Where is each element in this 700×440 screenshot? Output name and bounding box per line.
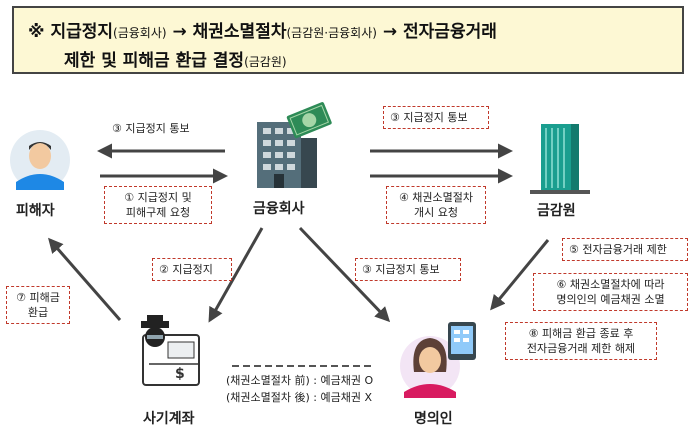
step-8-line-2: 전자금융거래 제한 해제	[526, 342, 636, 355]
step-2-box: ② 지급정지	[152, 258, 232, 281]
fraud-account-label: 사기계좌	[143, 411, 195, 427]
note-before: (채권소멸절차 前) : 예금채권 O	[226, 374, 374, 387]
fss-label: 금감원	[537, 203, 576, 219]
banner-line-2: 제한 및 피해금 환급 결정(금감원)	[64, 46, 287, 71]
step-7-box: ⑦ 피해금 환급	[6, 286, 70, 324]
arrow-bank-to-fraud	[208, 227, 264, 323]
banner-text: 제한 및 피해금 환급 결정	[64, 51, 245, 71]
bank-building-icon	[257, 102, 332, 188]
step-2-text: ② 지급정지	[159, 263, 213, 276]
banner-sub: (금감원·금융회사)	[286, 26, 377, 40]
step-5-box: ⑤ 전자금융거래 제한	[562, 238, 688, 261]
victim-label: 피해자	[16, 203, 55, 219]
victim-person-icon	[10, 130, 70, 190]
step-3-right-text: ③ 지급정지 통보	[390, 111, 468, 124]
arrow-fraud-to-victim	[48, 237, 122, 321]
arrow-fss-to-holder	[490, 239, 550, 311]
step-4-line-1: ④ 채권소멸절차	[398, 191, 474, 204]
banner-text: → 전자금융거래	[376, 22, 497, 42]
account-holder-icon	[400, 322, 476, 398]
fraud-account-icon: $	[141, 315, 200, 386]
step-1-line-2: 피해구제 요청	[125, 206, 191, 219]
fss-building-icon	[530, 124, 590, 194]
banner-text: → 채권소멸절차	[166, 22, 287, 42]
step-3-right-box: ③ 지급정지 통보	[383, 106, 489, 129]
note-after: (채권소멸절차 後) : 예금채권 X	[226, 391, 373, 404]
svg-text:$: $	[175, 366, 185, 382]
bank-label: 금융회사	[253, 201, 305, 217]
step-1-box: ① 지급정지 및 피해구제 요청	[104, 186, 212, 224]
step-6-box: ⑥ 채권소멸절차에 따라 명의인의 예금채권 소멸	[533, 273, 688, 311]
step-3-down-text: ③ 지급정지 통보	[362, 263, 440, 276]
step-3-left-label: ③ 지급정지 통보	[112, 122, 190, 135]
note-block: (채권소멸절차 前) : 예금채권 O (채권소멸절차 後) : 예금채권 X	[226, 372, 373, 406]
arrow-bank-to-holder	[298, 226, 391, 323]
header-banner: ※ 지급정지(금융회사) → 채권소멸절차(금감원·금융회사) → 전자금융거래…	[12, 6, 684, 74]
account-holder-label: 명의인	[414, 411, 453, 427]
step-7-line-2: 환급	[27, 306, 49, 319]
banner-sub: (금융회사)	[113, 26, 167, 40]
step-6-line-1: ⑥ 채권소멸절차에 따라	[556, 278, 665, 291]
banner-text: ※ 지급정지	[28, 22, 114, 42]
step-6-line-2: 명의인의 예금채권 소멸	[556, 293, 665, 306]
step-4-line-2: 개시 요청	[414, 206, 458, 219]
banner-line-1: ※ 지급정지(금융회사) → 채권소멸절차(금감원·금융회사) → 전자금융거래	[28, 17, 497, 42]
step-4-box: ④ 채권소멸절차 개시 요청	[386, 186, 486, 224]
step-1-line-1: ① 지급정지 및	[124, 191, 192, 204]
step-3-down-box: ③ 지급정지 통보	[355, 258, 461, 281]
step-5-text: ⑤ 전자금융거래 제한	[569, 243, 667, 256]
step-7-line-1: ⑦ 피해금	[16, 291, 60, 304]
banner-sub: (금감원)	[244, 55, 287, 69]
step-8-box: ⑧ 피해금 환급 종료 후 전자금융거래 제한 해제	[505, 322, 657, 360]
step-8-line-1: ⑧ 피해금 환급 종료 후	[528, 327, 634, 340]
